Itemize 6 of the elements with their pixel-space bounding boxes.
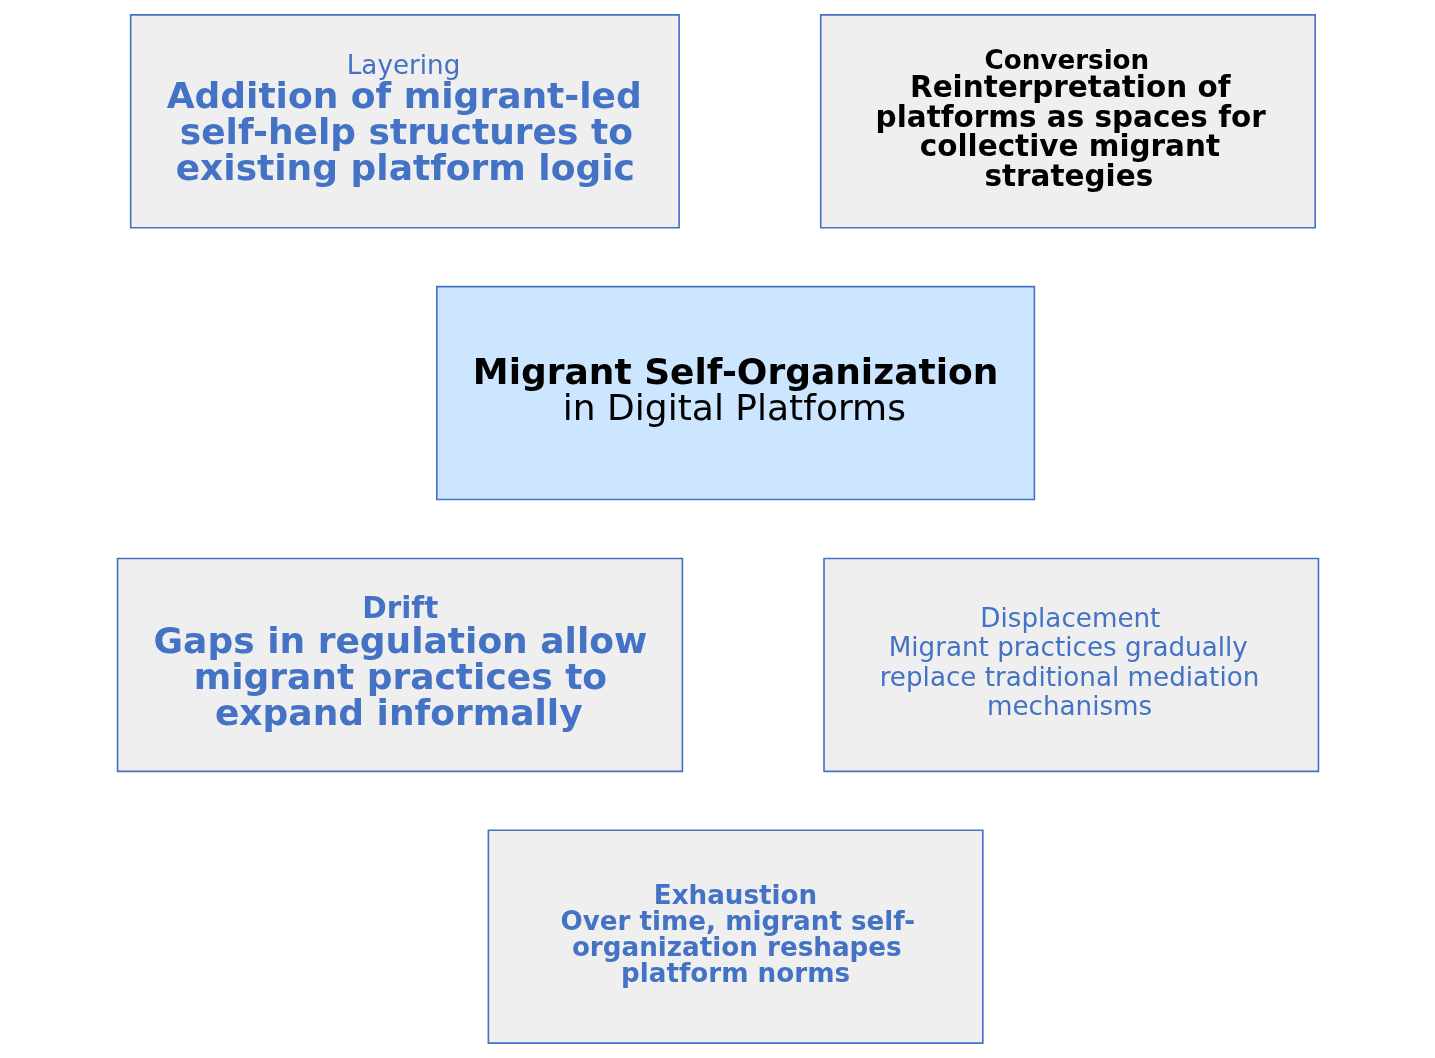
node-box: Drift Gaps in regulation allow migrant practices to expand informally	[116, 557, 683, 773]
node-box: Exhaustion Over time, migrant self-organization reshapes platform norms	[487, 829, 984, 1044]
node-box: Migrant Self-Organization in Digital Platforms	[435, 285, 1035, 501]
node-box: Layering Addition of migrant-led self-help structures to existing platform logic	[129, 14, 680, 229]
node-box: Displacement Migrant practices gradually replace traditional mediation mechanisms	[822, 557, 1319, 773]
node-box: Conversion Reinterpretation of platforms as spaces for collective migrant strategies	[819, 14, 1316, 229]
